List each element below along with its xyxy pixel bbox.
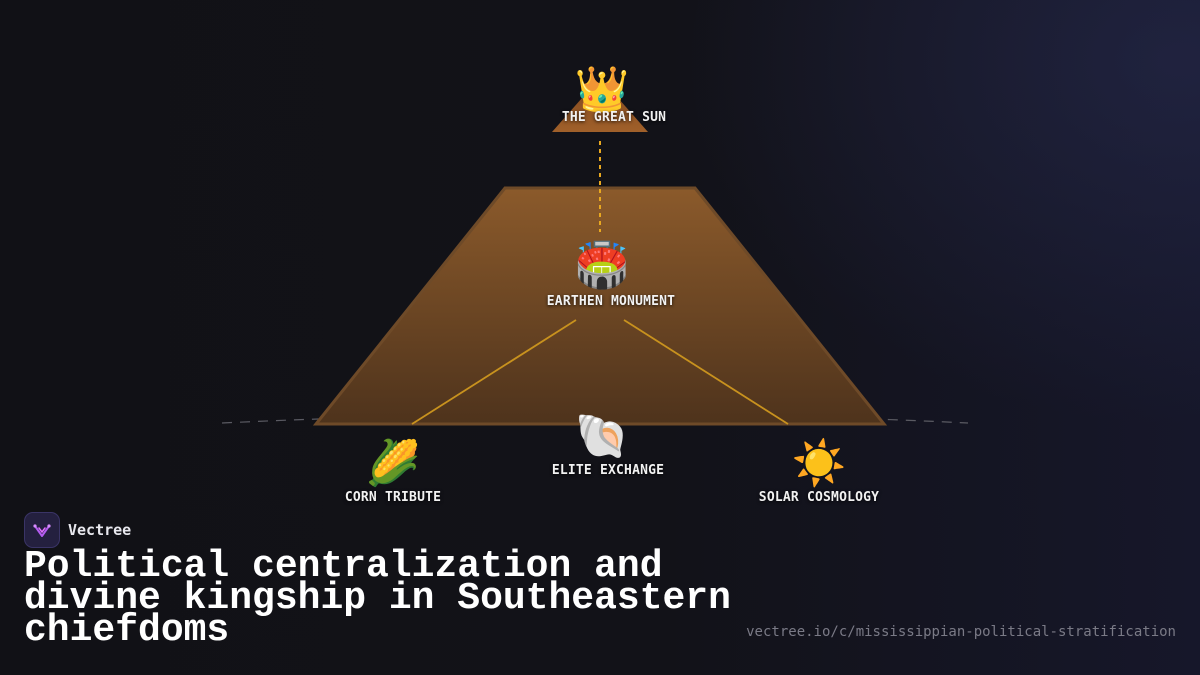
node-solar-cosmology: ☀️ SOLAR COSMOLOGY	[758, 438, 880, 506]
stadium-icon: 🏟️	[574, 240, 630, 291]
corn-icon: 🌽	[365, 438, 421, 489]
edge-monument-corn	[411, 319, 577, 425]
brand: Vectree	[24, 512, 131, 548]
node-label-great-sun: THE GREAT SUN	[561, 110, 667, 125]
node-label-elite-exchange: ELITE EXCHANGE	[551, 463, 665, 478]
node-label-solar-cosmology: SOLAR COSMOLOGY	[758, 490, 880, 505]
crown-icon: 👑	[574, 64, 630, 115]
source-url[interactable]: vectree.io/c/mississippian-political-str…	[746, 624, 1176, 640]
node-earthen-monument: 🏟️ EARTHEN MONUMENT	[529, 240, 676, 310]
node-great-sun: 👑 THE GREAT SUN	[538, 64, 667, 126]
edge-monument-sun	[623, 319, 789, 425]
shell-icon: 🐚	[574, 411, 630, 462]
sun-icon: ☀️	[791, 438, 847, 489]
vectree-logo-icon	[24, 512, 60, 548]
node-corn-tribute: 🌽 CORN TRIBUTE	[344, 438, 442, 506]
node-label-earthen-monument: EARTHEN MONUMENT	[546, 294, 676, 309]
page-title: Political centralization and divine king…	[24, 545, 731, 652]
summit-mound	[552, 98, 648, 132]
brand-name: Vectree	[68, 521, 132, 539]
platform-mound	[312, 186, 888, 426]
node-label-corn-tribute: CORN TRIBUTE	[344, 490, 442, 505]
node-elite-exchange: 🐚 ELITE EXCHANGE	[540, 411, 665, 479]
